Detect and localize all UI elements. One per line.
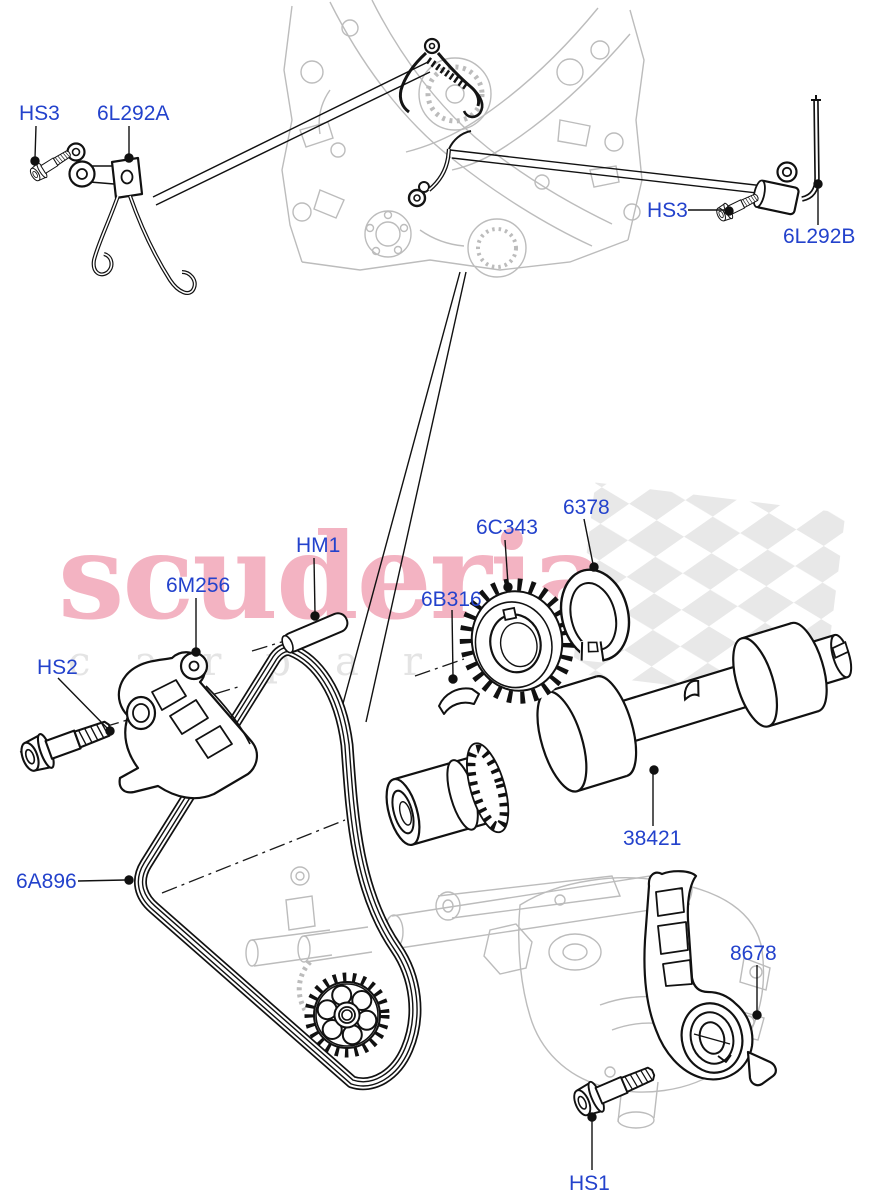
chain-axis-centerline: [161, 819, 346, 894]
part-label-6l292b: 6L292B: [783, 225, 856, 248]
part-label-hs2: HS2: [37, 656, 78, 679]
part-label-hm1: HM1: [296, 534, 341, 557]
part-label-6c343: 6C343: [476, 516, 538, 539]
tensioner-arm-6m256: [117, 651, 258, 800]
oil-jet-6l292a: [66, 142, 197, 296]
balance-shaft-drive-gear: [385, 742, 510, 847]
part-label-6b316: 6B316: [421, 588, 482, 611]
pin-hm1: [281, 612, 349, 654]
part-label-6l292a: 6L292A: [97, 102, 170, 125]
part-label-6m256: 6M256: [166, 574, 231, 597]
engine-overview-art: [281, 0, 645, 278]
oil-jet-6l292b: [752, 95, 821, 216]
part-label-hs3-left: HS3: [19, 102, 60, 125]
part-label-38421: 38421: [623, 827, 682, 850]
part-label-hs1: HS1: [569, 1172, 610, 1195]
snap-ring-6378: [559, 568, 631, 663]
connector-lines: [152, 61, 767, 723]
oil-pump-art: [245, 866, 771, 1129]
crank-sprocket: [304, 972, 390, 1058]
part-label-8678: 8678: [730, 942, 777, 965]
key-6b316: [438, 687, 480, 715]
engine-highlighted-jets: [398, 37, 484, 208]
bolt-hs3-right: [713, 188, 762, 225]
tensioner-arm-8678: [643, 870, 777, 1087]
part-label-6a896: 6A896: [16, 870, 77, 893]
bolt-hs1: [568, 1056, 661, 1122]
balance-shaft-38421: [536, 621, 853, 793]
label-leaders: [30, 125, 823, 1170]
part-label-hs3-right: HS3: [647, 199, 688, 222]
part-label-6378: 6378: [563, 496, 610, 519]
bolt-hs2: [15, 709, 118, 778]
timing-chain-6a896: [133, 643, 422, 1091]
